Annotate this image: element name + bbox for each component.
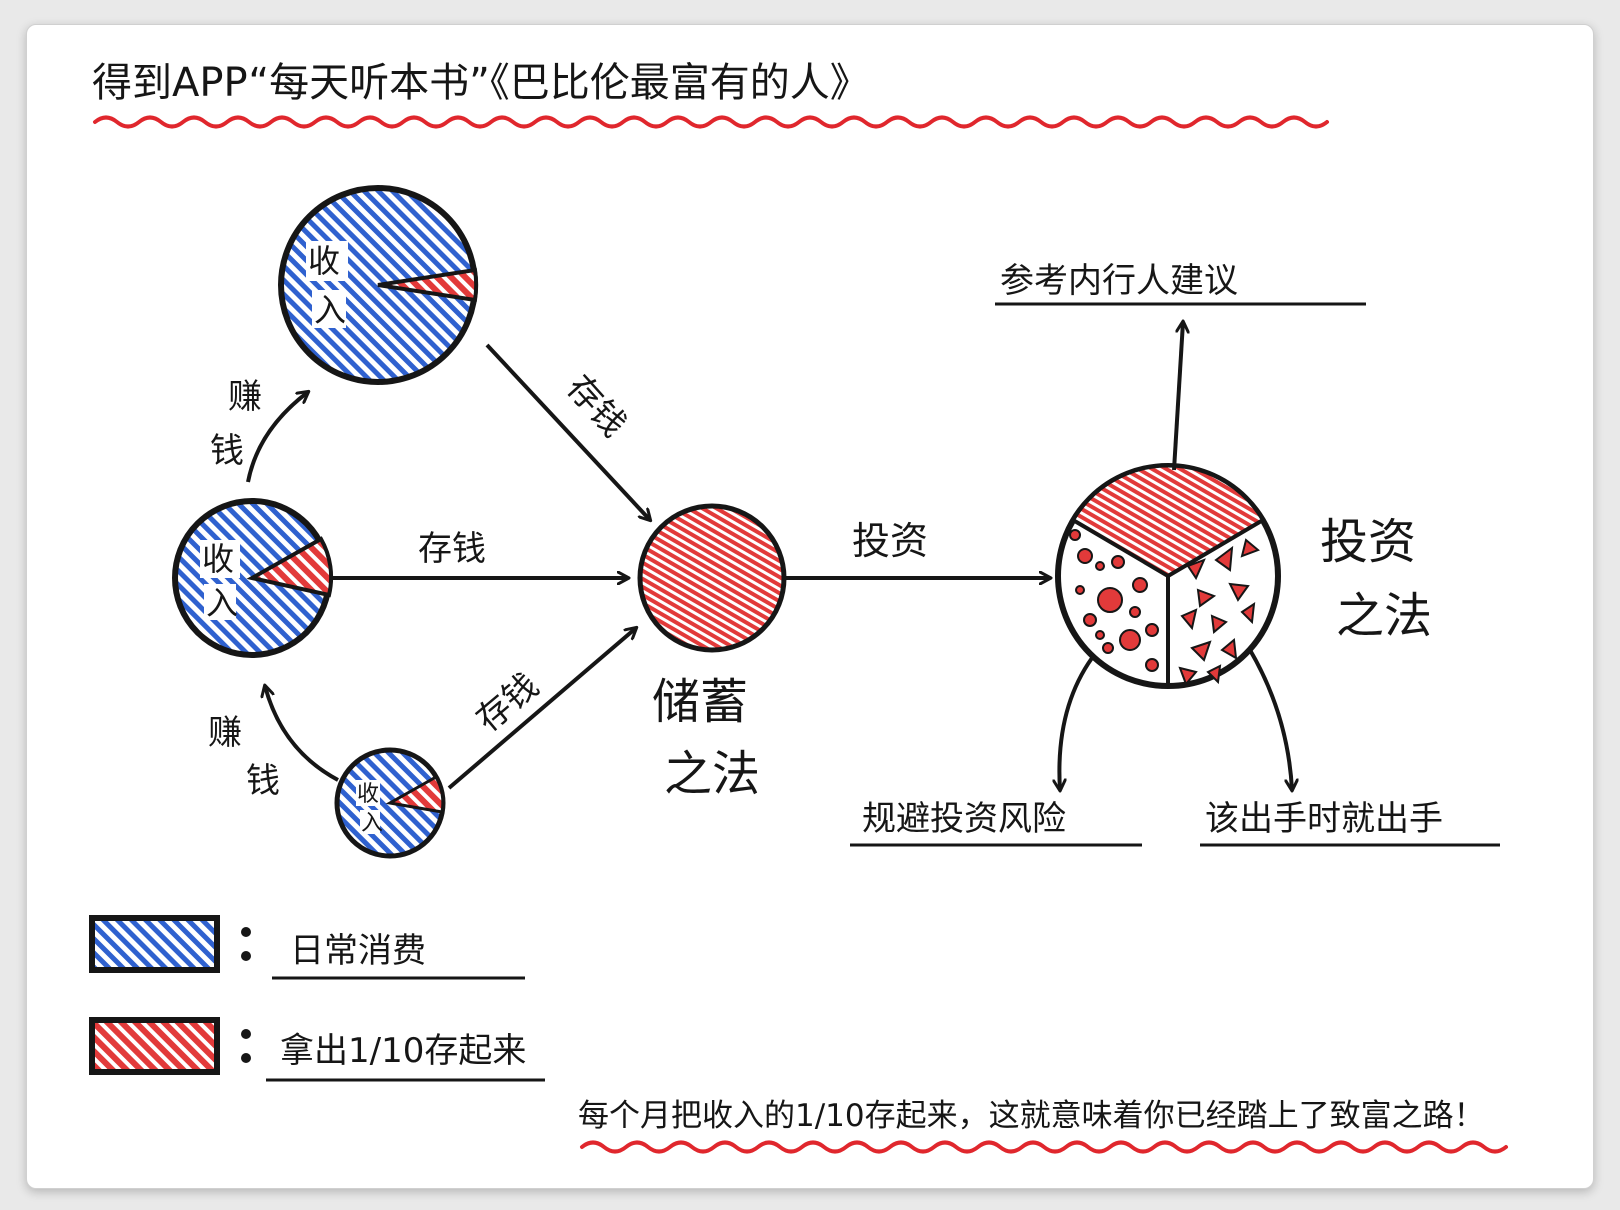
savings-circle [637,503,787,653]
save-bottom-label: 存钱 [469,666,547,740]
earn-lower-char-2: 钱 [246,761,280,801]
income-pie-middle-label-1: 收 [202,540,234,578]
legend-save-tenth: 拿出1/10存起来 [89,1017,545,1082]
legend-swatch-red [89,1017,220,1075]
legend-colon-dot [241,927,251,937]
act-arrow [1248,648,1292,790]
earn-upper-char-1: 赚 [228,377,262,417]
investment-sector-advice [1070,463,1266,579]
legend-colon-dot [241,951,251,961]
earn-arrow-upper [246,392,308,483]
save-arrow-bottom [447,628,636,790]
income-pie-middle-label-bg [200,540,240,578]
income-pie-bottom-label-2: 入 [361,811,383,836]
income-pie-top-label-2: 入 [314,291,346,329]
footer-sentence: 每个月把收入的1/10存起来，这就意味着你已经踏上了致富之路！ [578,1098,1485,1134]
investment-sector-triangles [1178,538,1260,686]
legend-save-tenth-text: 拿出1/10存起来 [280,1031,526,1071]
income-pie-middle: 收 入 [172,498,334,658]
save-arrow-top [485,343,650,520]
income-pie-top: 收 入 [278,185,479,385]
income-pie-top-label-bg-2 [312,290,346,328]
invest-arrow-label: 投资 [852,519,928,563]
income-pie-bottom: 收 入 [334,747,446,859]
title-wavy-underline [93,115,1329,129]
legend-colon-dot [241,1053,251,1063]
earn-arrow-lower [265,686,339,782]
save-middle-label: 存钱 [418,529,486,569]
income-pie-bottom-label-bg-2 [360,810,380,834]
earn-upper-char-2: 钱 [210,431,244,471]
advice-arrow [1172,322,1183,471]
income-pie-bottom-label-bg [356,780,380,806]
investment-circle [1055,463,1281,689]
legend-swatch-blue [89,915,220,973]
investing-title-line1: 投资 [1320,514,1416,570]
income-pie-middle-saved-slice [246,536,334,598]
legend-daily-spending-text: 日常消费 [290,931,426,971]
advice-label: 参考内行人建议 [1000,261,1238,301]
act-label: 该出手时就出手 [1205,799,1443,839]
investment-sector-dots [1069,529,1159,672]
legend-daily-spending: 日常消费 [89,915,525,980]
savings-title-line1: 储蓄 [652,674,748,730]
page-title: 得到APP“每天听本书”《巴比伦最富有的人》 [92,60,870,106]
avoid-risk-label: 规避投资风险 [862,799,1066,839]
earn-lower-char-1: 赚 [208,713,242,753]
income-pie-top-saved-slice [377,267,479,303]
legend-colon-dot [241,1029,251,1039]
avoid-risk-arrow [1059,656,1094,790]
income-pie-bottom-label-1: 收 [357,782,379,807]
income-pie-middle-label-2: 入 [206,584,238,622]
income-pie-middle-label-bg-2 [204,584,236,620]
footer-wavy-underline [580,1140,1508,1154]
income-pie-bottom-saved-slice [385,774,445,814]
income-pie-top-label-1: 收 [308,242,340,280]
investing-title-line2: 之法 [1336,588,1432,644]
income-pie-top-label-bg [306,241,348,281]
savings-title-line2: 之法 [664,746,760,802]
